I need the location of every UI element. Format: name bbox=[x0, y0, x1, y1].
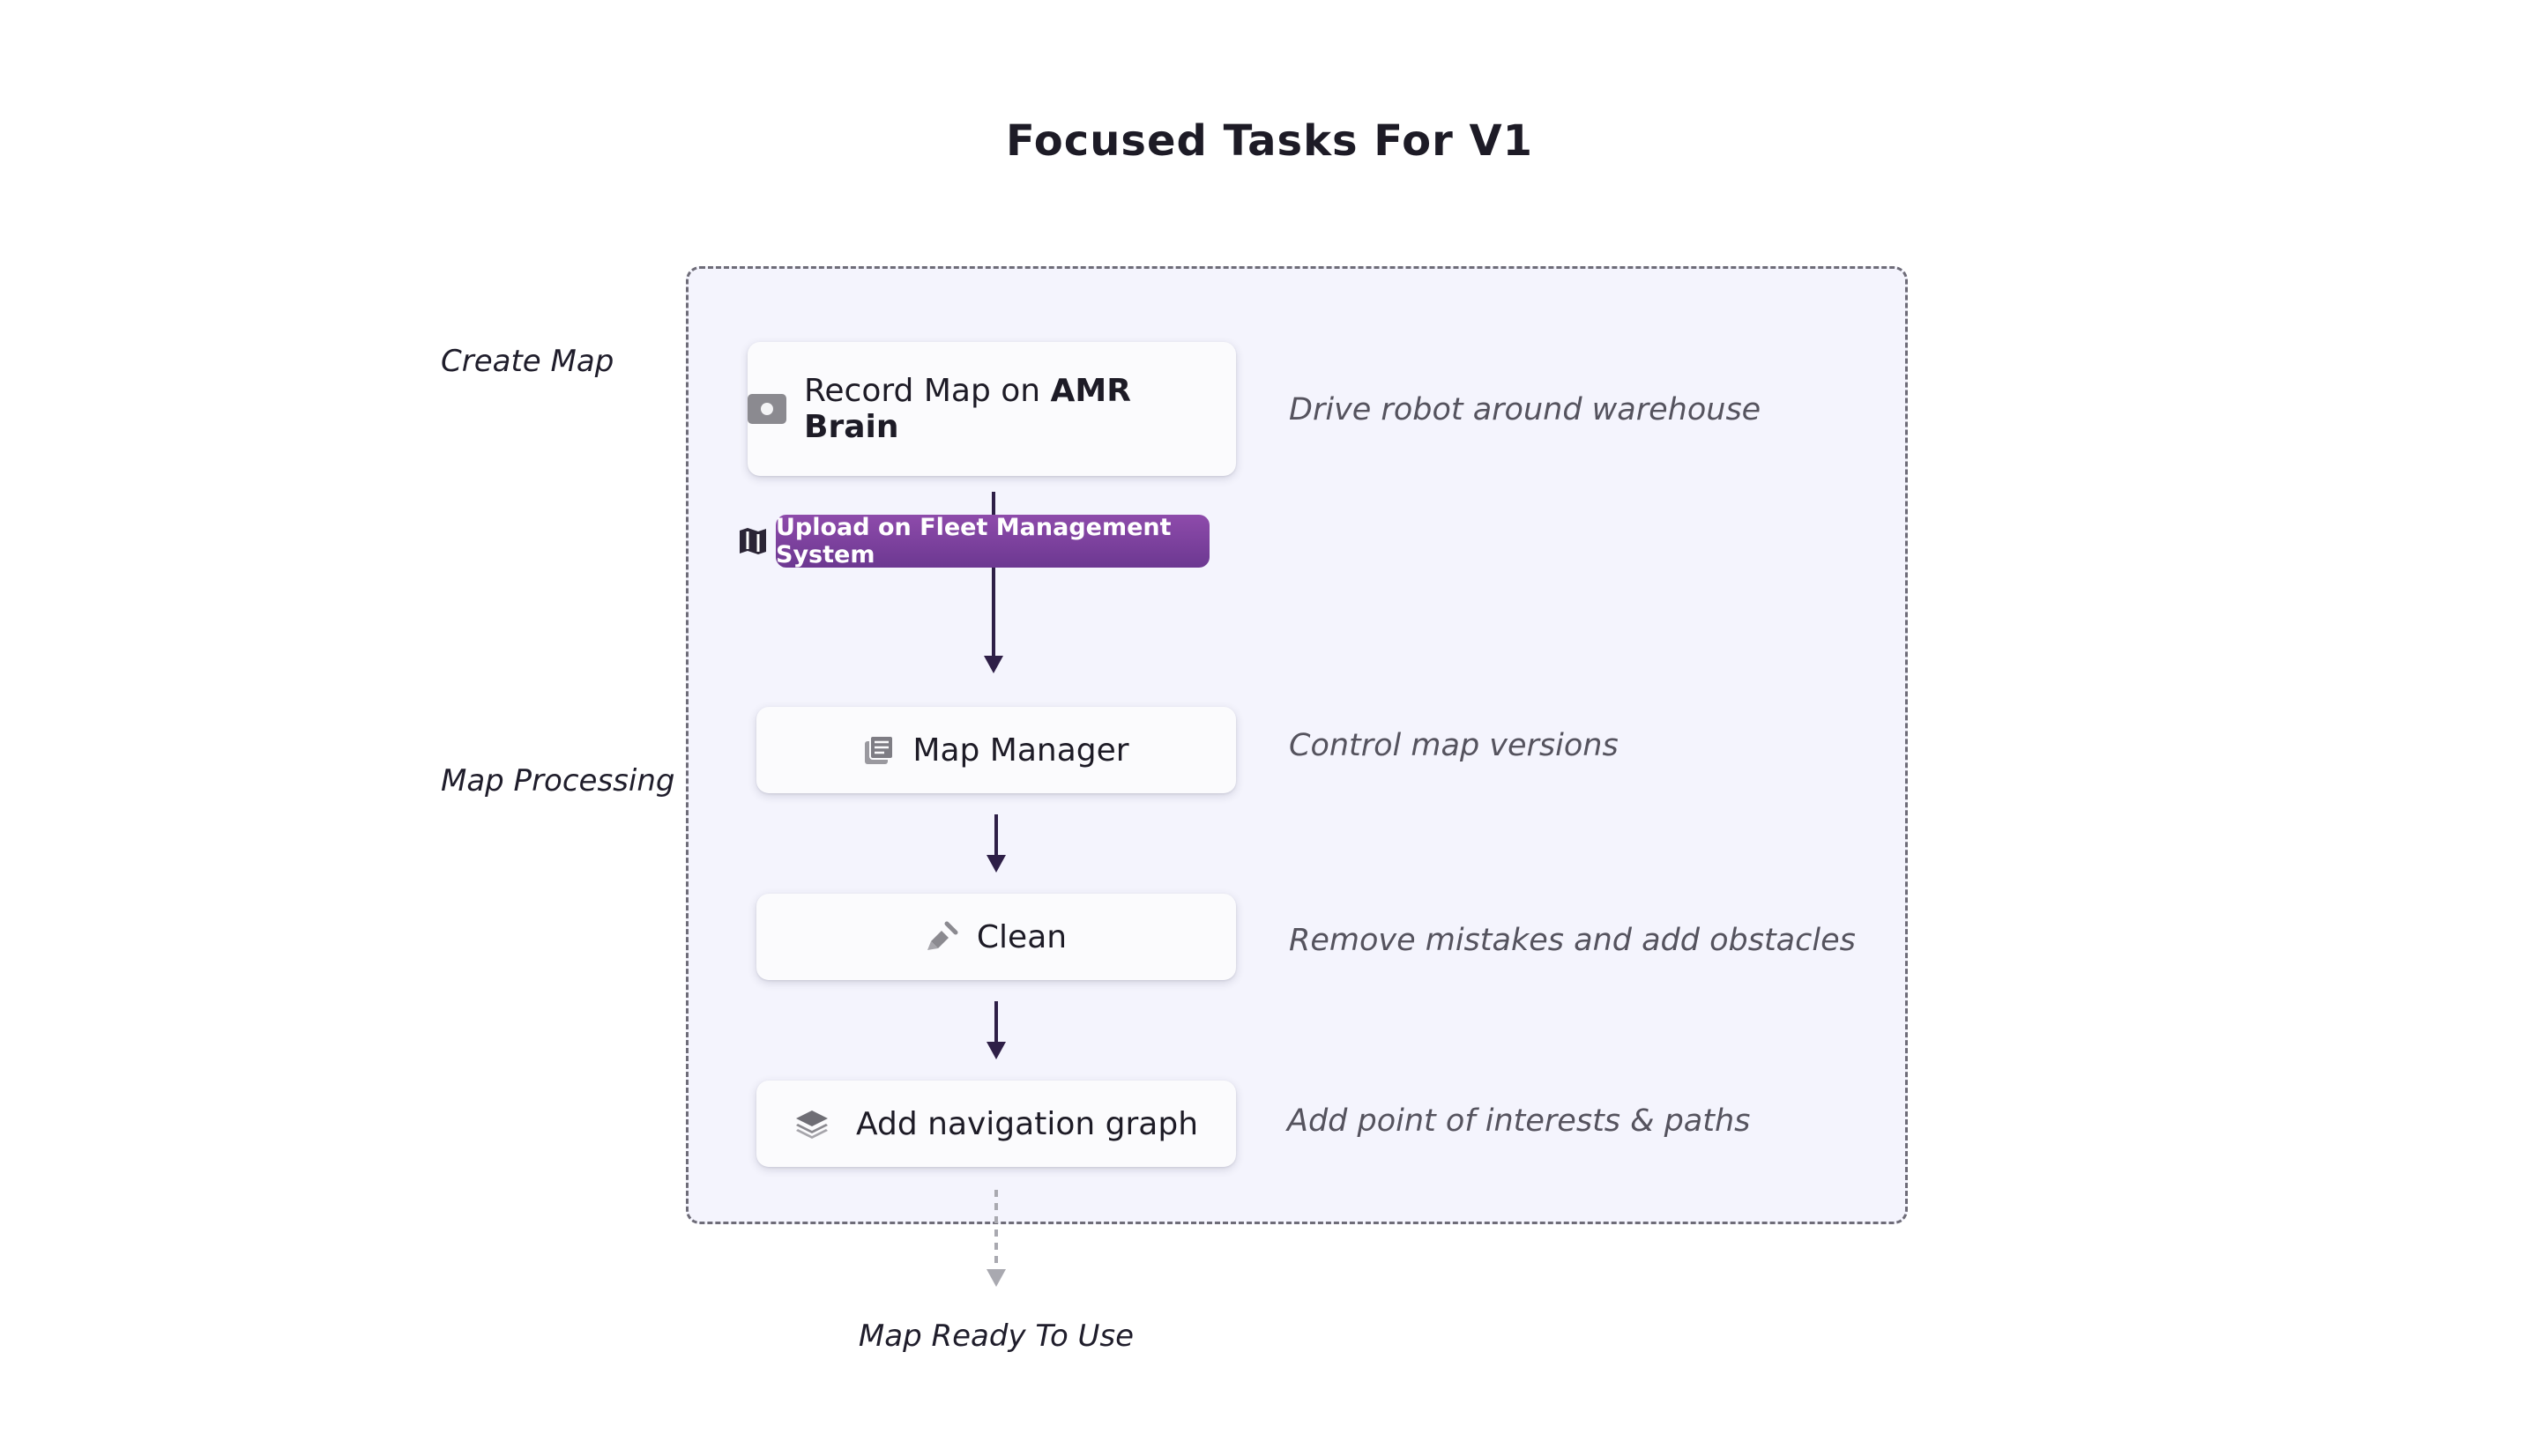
tag-upload-fleet[interactable]: Upload on Fleet Management System bbox=[776, 514, 1210, 568]
card-record-map-label: Record Map on bbox=[804, 373, 1051, 409]
card-navigation-graph[interactable]: Add navigation graph bbox=[756, 1081, 1236, 1167]
card-record-map-emphasis: AMR Brain bbox=[804, 373, 1131, 445]
card-map-manager[interactable]: Map Manager bbox=[756, 707, 1236, 793]
stage-label-create-map: Create Map bbox=[441, 344, 614, 379]
card-clean[interactable]: Clean bbox=[756, 894, 1236, 980]
broom-icon bbox=[926, 920, 959, 954]
card-map-manager-label: Map Manager bbox=[912, 732, 1129, 769]
final-state-label: Map Ready To Use bbox=[858, 1319, 1135, 1354]
camera-icon bbox=[748, 394, 786, 424]
card-record-map[interactable]: Record Map on AMR Brain bbox=[748, 342, 1236, 476]
layers-icon bbox=[794, 1109, 830, 1139]
library-icon bbox=[863, 734, 895, 766]
diagram-title: Focused Tasks For V1 bbox=[1005, 116, 1534, 166]
arrowhead-graph-to-ready bbox=[987, 1269, 1006, 1287]
desc-navigation-graph: Add point of interests & paths bbox=[1287, 1103, 1751, 1139]
desc-map-manager: Control map versions bbox=[1289, 728, 1619, 763]
desc-clean: Remove mistakes and add obstacles bbox=[1289, 923, 1856, 958]
card-navigation-graph-label: Add navigation graph bbox=[855, 1105, 1199, 1142]
card-clean-label: Clean bbox=[976, 918, 1068, 955]
desc-record-map: Drive robot around warehouse bbox=[1289, 392, 1761, 427]
stage-label-map-processing: Map Processing bbox=[441, 763, 675, 799]
map-icon bbox=[740, 528, 766, 554]
